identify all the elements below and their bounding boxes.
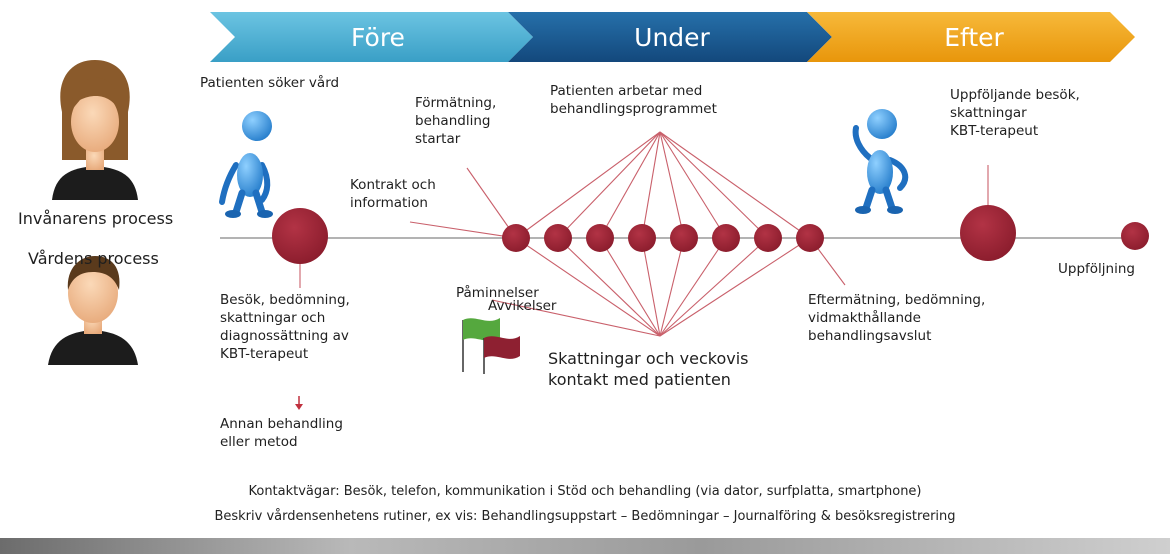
- step-pre-measure: Förmätning, behandling startar: [415, 95, 497, 147]
- step-patient-works: Patienten arbetar med behandlingsprogram…: [550, 83, 717, 117]
- step-follow-visit: Uppföljande besök, skattningar KBT-terap…: [950, 87, 1080, 139]
- phase-label-efter: Efter: [944, 23, 1004, 52]
- flags-icon: [462, 318, 520, 374]
- step-contract: Kontrakt och information: [350, 177, 436, 211]
- weekly-nodes: [502, 224, 824, 252]
- down-arrow-icon: [295, 396, 303, 410]
- bottom-bar: [0, 538, 1170, 554]
- node-assessment: [272, 208, 328, 264]
- step-followup: Uppföljning: [1058, 261, 1135, 277]
- fan-lines-top: [515, 131, 811, 239]
- step-reminders: Påminnelser: [456, 285, 539, 301]
- step-deviations: Avvikelser: [488, 298, 557, 314]
- step-patient-seeks: Patienten söker vård: [200, 75, 340, 91]
- phase-label-fore: Före: [351, 23, 405, 52]
- role-care: Vårdens process: [28, 249, 159, 268]
- phase-arrow-under: [508, 12, 832, 62]
- step-post-measure: Eftermätning, bedömning, vidmakthållande…: [808, 292, 986, 344]
- phase-arrow-fore: [210, 12, 533, 62]
- phase-arrow-efter: [807, 12, 1135, 62]
- footer-routines: Beskriv vårdensenhetens rutiner, ex vis:…: [214, 509, 956, 524]
- fan-lines-bottom: [491, 237, 811, 337]
- woman-avatar-icon: [52, 60, 138, 200]
- step-ratings: Skattningar och veckovis kontakt med pat…: [548, 349, 749, 389]
- footer-contact-paths: Kontaktvägar: Besök, telefon, kommunikat…: [248, 484, 922, 499]
- man-avatar-icon: [48, 256, 138, 365]
- patient-figure-icon: [219, 111, 273, 218]
- step-other-treatment: Annan behandling eller metod: [220, 416, 343, 450]
- phase-label-under: Under: [634, 23, 710, 52]
- node-follow-visit: [960, 205, 1016, 261]
- role-citizen: Invånarens process: [18, 209, 174, 228]
- node-followup: [1121, 222, 1149, 250]
- happy-patient-figure-icon: [852, 109, 909, 214]
- step-assessment: Besök, bedömning, skattningar och diagno…: [220, 292, 350, 362]
